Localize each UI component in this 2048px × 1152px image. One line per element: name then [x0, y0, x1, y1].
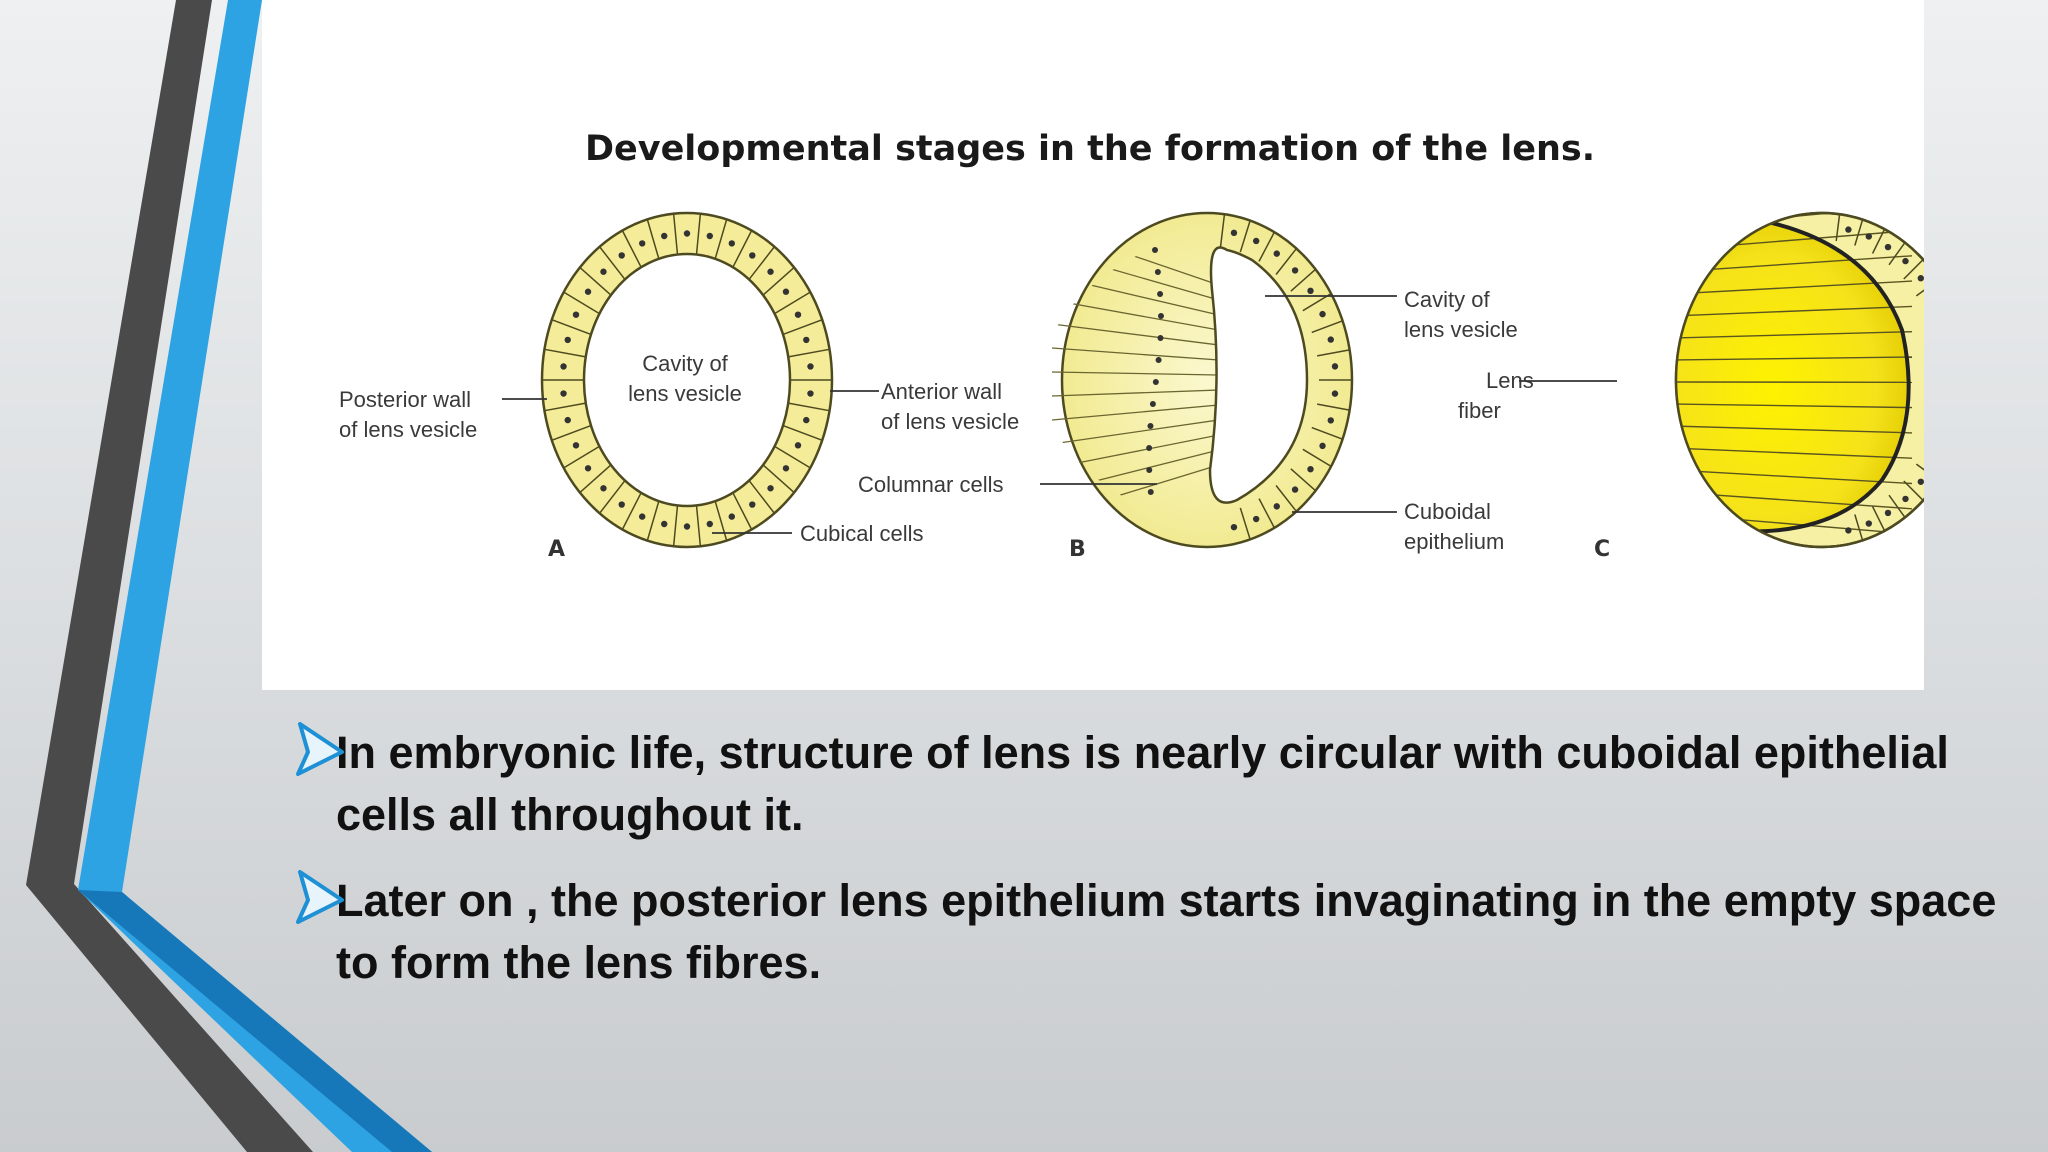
stage-c-lens	[1674, 211, 1924, 549]
bullet-item: In embryonic life, structure of lens is …	[292, 722, 2022, 846]
svg-text:Cavity of: Cavity of	[642, 351, 728, 376]
stage-b-cavity-label: Cavity of lens vesicle	[1265, 287, 1518, 342]
stage-a-cubical-label: Cubical cells	[712, 521, 924, 546]
svg-text:epithelium: epithelium	[1404, 529, 1504, 554]
svg-text:of lens vesicle: of lens vesicle	[339, 417, 477, 442]
stage-a-vesicle	[540, 211, 834, 549]
svg-text:Cubical cells: Cubical cells	[800, 521, 924, 546]
stage-b-vesicle	[1051, 211, 1354, 549]
stage-a-anterior-label: Anterior wall of lens vesicle	[830, 379, 1019, 434]
svg-text:Columnar cells: Columnar cells	[858, 472, 1004, 497]
bullet-text: Later on , the posterior lens epithelium…	[336, 875, 1997, 988]
figure-panel: Developmental stages in the formation of…	[262, 0, 1924, 690]
stage-a-posterior-label: Posterior wall of lens vesicle	[339, 387, 547, 442]
figure-title: Developmental stages in the formation of…	[585, 129, 1595, 169]
stage-b-columnar-label: Columnar cells	[858, 472, 1157, 497]
svg-text:Posterior wall: Posterior wall	[339, 387, 471, 412]
svg-text:Anterior wall: Anterior wall	[881, 379, 1002, 404]
stage-a-letter: A	[548, 537, 565, 562]
stage-c-letter: C	[1594, 537, 1610, 562]
bullet-item: Later on , the posterior lens epithelium…	[292, 870, 2022, 994]
bullet-text: In embryonic life, structure of lens is …	[336, 727, 1949, 840]
stage-a-cavity-label: Cavity of lens vesicle	[628, 351, 742, 406]
arrowhead-bullet-icon	[296, 722, 344, 776]
svg-text:of lens vesicle: of lens vesicle	[881, 409, 1019, 434]
stage-b-letter: B	[1069, 537, 1086, 562]
blue-stripe	[78, 0, 432, 1152]
bullet-list: In embryonic life, structure of lens is …	[292, 722, 2022, 1018]
svg-text:fiber: fiber	[1458, 398, 1501, 423]
lens-diagram: Developmental stages in the formation of…	[339, 129, 1924, 562]
stage-b-cuboidal-label: Cuboidal epithelium	[1292, 499, 1504, 554]
blue-stripe-shade	[78, 890, 432, 1152]
arrowhead-bullet-icon	[296, 870, 344, 924]
svg-text:lens vesicle: lens vesicle	[1404, 317, 1518, 342]
svg-text:Cavity of: Cavity of	[1404, 287, 1490, 312]
stage-c-fiber-label: Lens fiber	[1458, 368, 1617, 423]
svg-text:Cuboidal: Cuboidal	[1404, 499, 1491, 524]
dark-stripe	[26, 0, 313, 1152]
svg-text:lens vesicle: lens vesicle	[628, 381, 742, 406]
